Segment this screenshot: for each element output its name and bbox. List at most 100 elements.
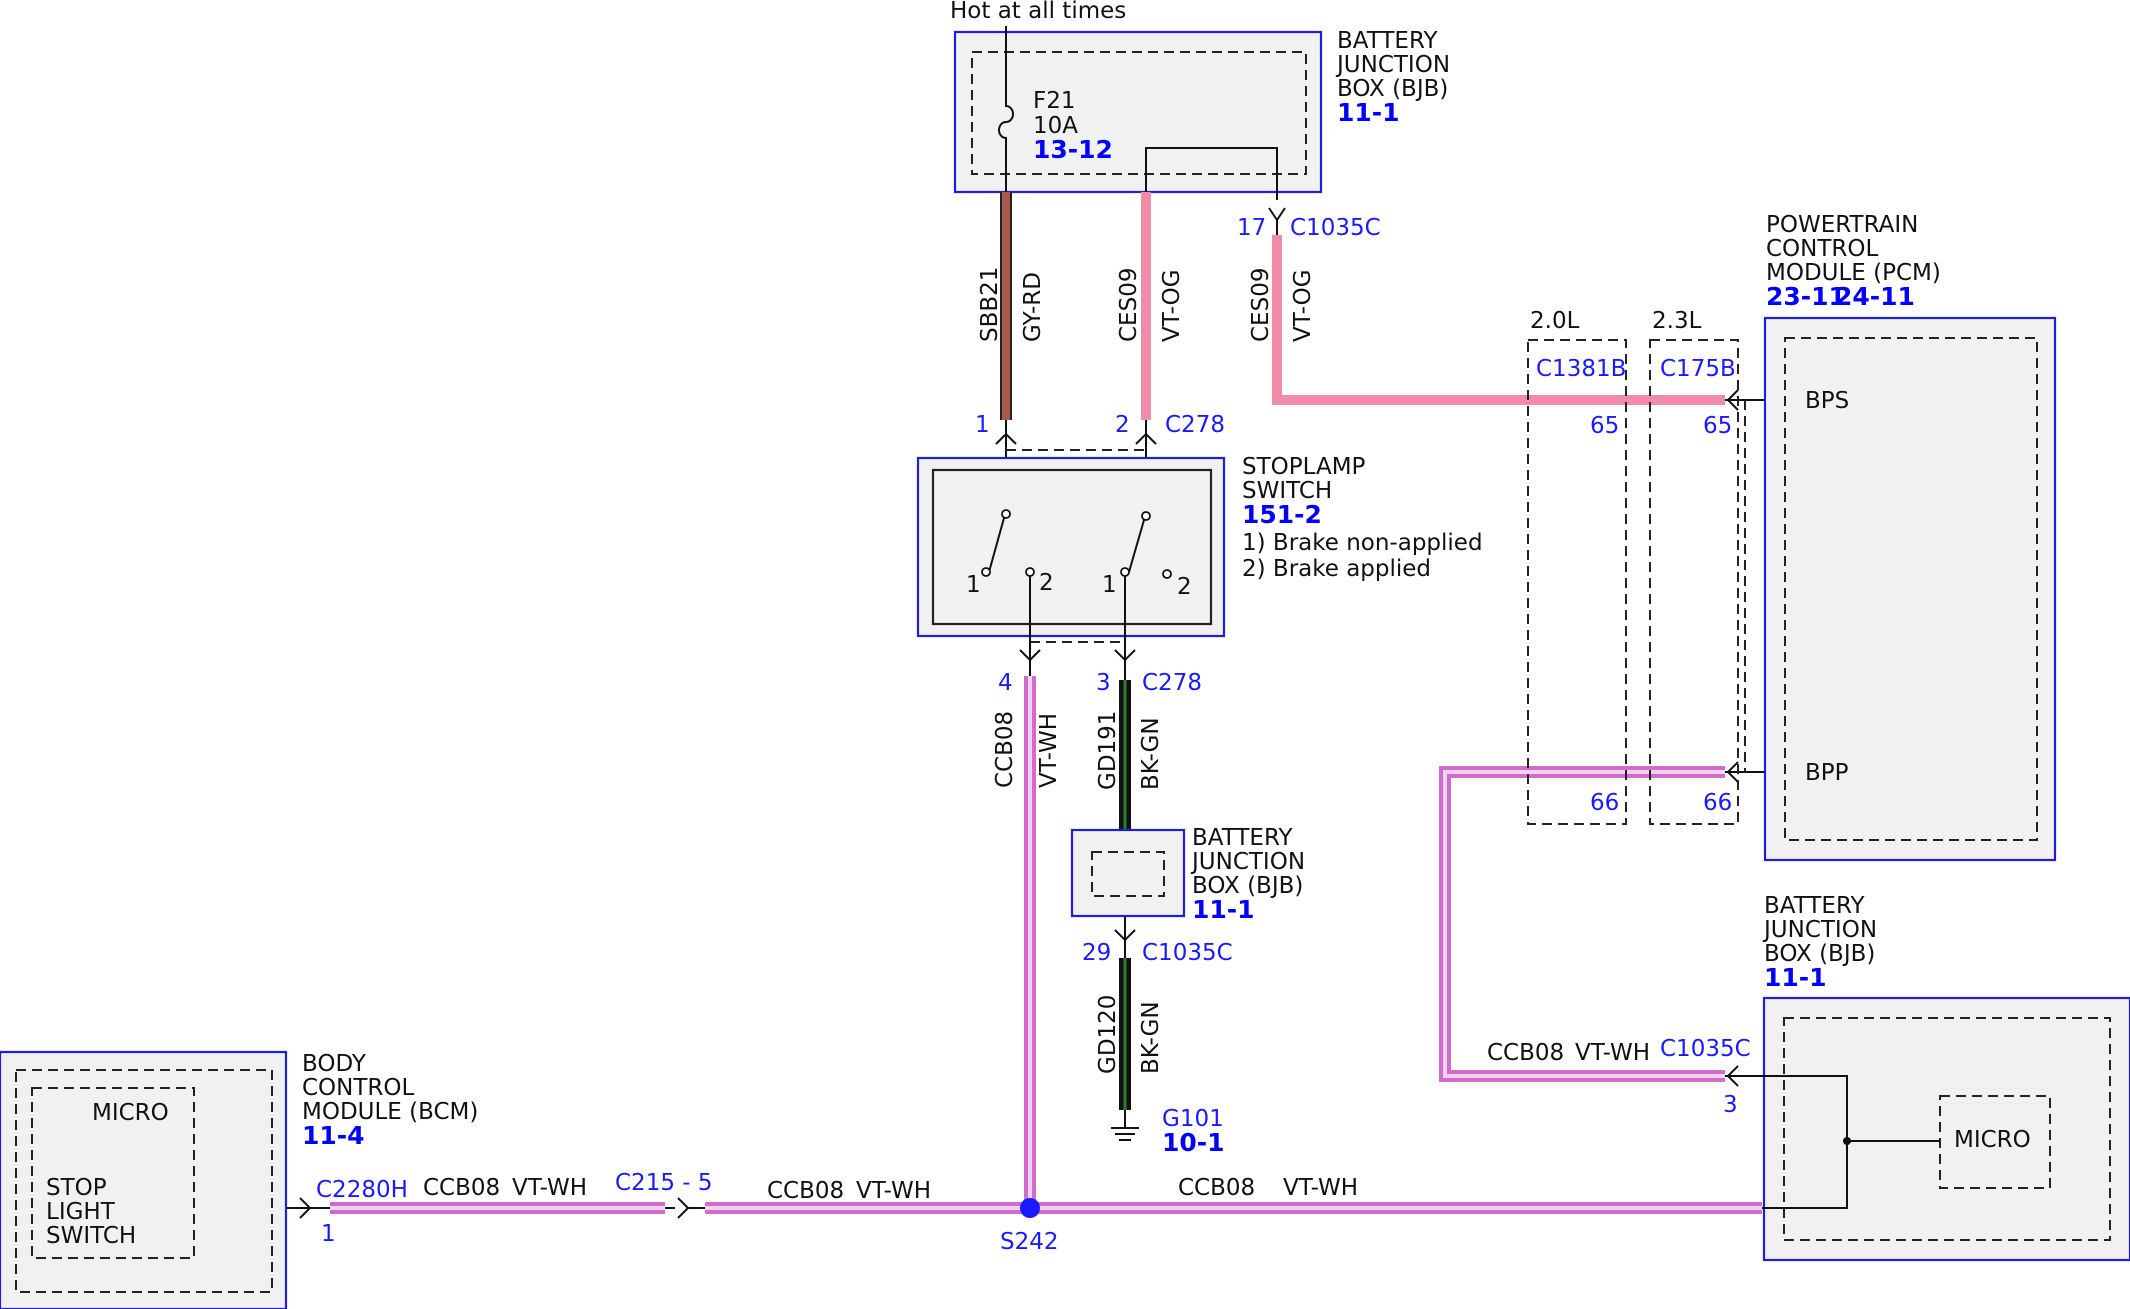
stoplamp-title-2: SWITCH [1242,478,1332,504]
stoplamp-title-1: STOPLAMP [1242,454,1366,480]
bcm-title-3: MODULE (BCM) [302,1099,478,1125]
c215-arrow-icon [677,1197,690,1219]
ccb08-h1-color-label: VT-WH [512,1175,587,1201]
bcm-switch-label-3: SWITCH [46,1223,136,1249]
bjb-top-inner [971,51,1307,175]
gd191-color-label: BK-GN [1138,717,1164,790]
switch2-contact2-icon [1162,569,1172,579]
engine-2-3l-pin-bps: 65 [1703,413,1732,439]
c1035c-29-pin: 29 [1082,940,1111,966]
bjb-right: MICRO BATTERY JUNCTION BOX (BJB) 11-1 [1725,893,2130,1262]
c1035c-17-name: C1035C [1290,215,1381,241]
ground-g101: G101 10-1 [1111,1106,1225,1157]
ces09-b-color-label: VT-OG [1290,269,1316,342]
wire-ccb08-pcm[interactable] [1443,770,1725,1078]
bcm-title-2: CONTROL [302,1075,415,1101]
wires [330,192,1762,1214]
pcm-title-2: CONTROL [1766,236,1879,262]
ccb08-h3-circuit-label: CCB08 [1178,1175,1255,1201]
stoplamp-switch-inner [931,468,1213,626]
bjb-right-title-2: JUNCTION [1762,917,1877,943]
switch2-contact1-label: 1 [1102,572,1117,598]
bjb-top-title-3: BOX (BJB) [1337,76,1448,102]
switch2-contact1-icon [1120,567,1130,577]
ces09-a-color-label: VT-OG [1159,269,1185,342]
bcm-micro-label: MICRO [92,1100,169,1126]
wire-labels: SBB21 GY-RD CES09 VT-OG CES09 VT-OG CCB0… [423,267,1650,1204]
c278-2-name: C278 [1165,412,1225,438]
wire-ces09-b[interactable] [1272,235,1725,405]
pcm-ref-2[interactable]: 24-11 [1835,282,1915,311]
bjb-middle-title-1: BATTERY [1192,825,1293,851]
fuse-ref[interactable]: 13-12 [1033,135,1113,164]
ccb08-pcm-color-label: VT-WH [1575,1040,1650,1066]
engine-options: 2.0L 2.3L C1381B C175B 65 65 66 66 [1527,308,1746,825]
bcm-switch-label-2: LIGHT [46,1199,116,1225]
stoplamp-switch: 1 2 1 2 STOPLAMP SWITCH 151-2 1) Brake n… [916,449,1483,643]
switch1-pivot-icon [1001,509,1011,519]
ccb08-pcm-circuit-label: CCB08 [1487,1040,1564,1066]
stoplamp-switch-outer [916,456,1226,638]
engine-2-3l-label: 2.3L [1652,308,1702,334]
bjb-top-title-1: BATTERY [1337,28,1438,54]
switch2-pivot-icon [1141,511,1151,521]
engine-2-0l-pin-bps: 65 [1590,413,1619,439]
switch2-contact2-label: 2 [1177,574,1192,600]
bjb-top-outer [953,30,1323,194]
bjb-top-ref[interactable]: 11-1 [1337,98,1400,127]
bjb-middle-title-2: JUNCTION [1190,849,1305,875]
gd191-circuit-label: GD191 [1095,711,1121,790]
bcm-ref[interactable]: 11-4 [302,1121,365,1150]
c278-3-pin: 3 [1096,670,1111,696]
bjb-right-micro-label: MICRO [1954,1127,2031,1153]
ces09-a-circuit-label: CES09 [1116,268,1142,342]
splice-s242: S242 [1000,1198,1059,1255]
fuse-f21-icon [998,26,1014,192]
gd120-color-label: BK-GN [1138,1001,1164,1074]
switch1-blade-icon [988,517,1005,573]
ccb08-h2-color-label: VT-WH [856,1178,931,1204]
pcm-outer [1763,316,2057,862]
engine-2-3l-box [1649,339,1739,825]
ccb08-h2-circuit-label: CCB08 [767,1178,844,1204]
c278-3-name: C278 [1142,670,1202,696]
bjb-right-title-3: BOX (BJB) [1764,941,1875,967]
stoplamp-ref[interactable]: 151-2 [1242,500,1322,529]
stoplamp-note-1: 1) Brake non-applied [1242,530,1483,556]
ccb08-v-circuit-label: CCB08 [992,711,1018,788]
fuse-rating: 10A [1033,113,1078,139]
engine-2-0l-pin-bpp: 66 [1590,790,1619,816]
engine-2-3l-pin-bpp: 66 [1703,790,1732,816]
c278-4-pin: 4 [998,670,1013,696]
pcm-ref-1[interactable]: 23-11 [1766,282,1846,311]
ground-name: G101 [1162,1106,1224,1132]
ground-ref[interactable]: 10-1 [1162,1128,1225,1157]
bjb-right-junction [1843,1137,1851,1145]
splice-dot-icon [1020,1198,1040,1218]
bjb-middle-ref[interactable]: 11-1 [1192,895,1255,924]
bcm-inner [15,1069,273,1293]
c1035c-3-pin: 3 [1723,1092,1738,1118]
c2280h-name: C2280H [316,1177,408,1203]
bjb-top: Hot at all times BATTERY JUNCTION BOX (B… [950,0,1450,200]
engine-2-0l-label: 2.0L [1530,308,1580,334]
sbb21-circuit-label: SBB21 [977,267,1003,342]
bjb-middle-title-3: BOX (BJB) [1192,873,1303,899]
c1035c-17-pin: 17 [1237,215,1266,241]
bjb-right-outer [1762,996,2130,1262]
bcm: MICRO STOP LIGHT SWITCH BODY CONTROL MOD… [0,1050,478,1309]
c278-2-pin: 2 [1115,412,1130,438]
c2280h-pin: 1 [321,1221,336,1247]
ces09-b-circuit-label: CES09 [1248,268,1274,342]
switch1-contact2-icon [1025,567,1035,577]
pcm-pin-bps: BPS [1805,388,1849,414]
bjb-right-title-1: BATTERY [1764,893,1865,919]
hot-at-all-times-label: Hot at all times [950,0,1126,24]
bjb-middle-outer [1070,828,1186,918]
ccb08-h3-color-label: VT-WH [1283,1175,1358,1201]
switch1-contact2-label: 2 [1039,570,1054,596]
bjb-right-inner [1783,1017,2111,1241]
bjb-right-ref[interactable]: 11-1 [1764,963,1827,992]
bjb-top-title-2: JUNCTION [1335,52,1450,78]
